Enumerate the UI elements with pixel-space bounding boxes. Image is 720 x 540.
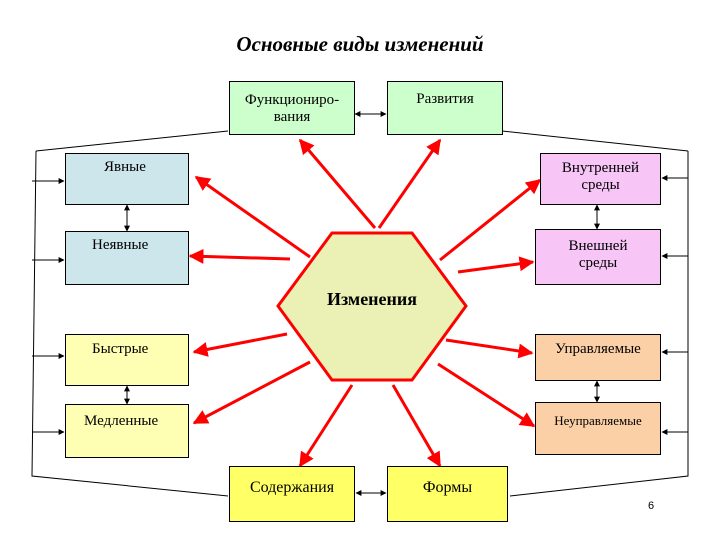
red-arrow-form (391, 384, 442, 468)
box-form-label: Формы (422, 479, 473, 496)
box-implicit: Неявные (65, 231, 189, 285)
page-number: 6 (648, 500, 655, 512)
box-internal: Внутренней среды (540, 153, 661, 205)
red-arrow-internal (439, 178, 542, 262)
frame-top-left (35, 130, 229, 152)
red-arrow-content (298, 384, 354, 468)
box-development: Развития (387, 81, 503, 135)
red-arrow-implicit (188, 248, 291, 264)
box-explicit: Явные (65, 153, 189, 205)
center-hexagon (276, 231, 468, 382)
box-external: Внешней среды (535, 229, 661, 285)
box-slow: Медленные (65, 404, 189, 458)
box-unmanaged-label: Неуправляемые (554, 413, 642, 428)
box-external-label: Внешней среды (568, 238, 628, 271)
box-content-label: Содержания (249, 479, 335, 496)
box-functioning-label: Функциониро- вания (244, 92, 340, 125)
box-implicit-label: Неявные (92, 237, 149, 253)
red-arrow-explicit (194, 175, 311, 259)
box-unmanaged: Неуправляемые (535, 402, 661, 455)
box-content: Содержания (229, 466, 355, 522)
box-form: Формы (387, 466, 508, 522)
diagram-title: Основные виды изменений (236, 32, 484, 56)
box-functioning: Функциониро- вания (229, 81, 355, 135)
red-arrow-functioning (298, 138, 377, 229)
frame-left (31, 150, 229, 497)
center-label: Изменения (326, 289, 418, 309)
red-arrow-unmanaged (437, 362, 536, 428)
red-arrow-development (377, 138, 442, 229)
box-development-label: Развития (416, 91, 474, 107)
red-arrow-managed (445, 338, 534, 359)
box-slow-label: Медленные (84, 413, 159, 429)
box-managed: Управляемые (535, 334, 661, 381)
box-fast: Быстрые (65, 334, 189, 386)
box-internal-label: Внутренней среды (561, 160, 640, 193)
box-managed-label: Управляемые (555, 341, 641, 357)
frame-right (509, 151, 689, 497)
red-arrow-external (457, 256, 535, 274)
box-explicit-label: Явные (104, 159, 146, 175)
frame-top-right (501, 130, 689, 152)
box-fast-label: Быстрые (92, 341, 149, 357)
red-arrow-slow (192, 360, 311, 425)
red-arrow-fast (192, 332, 288, 357)
